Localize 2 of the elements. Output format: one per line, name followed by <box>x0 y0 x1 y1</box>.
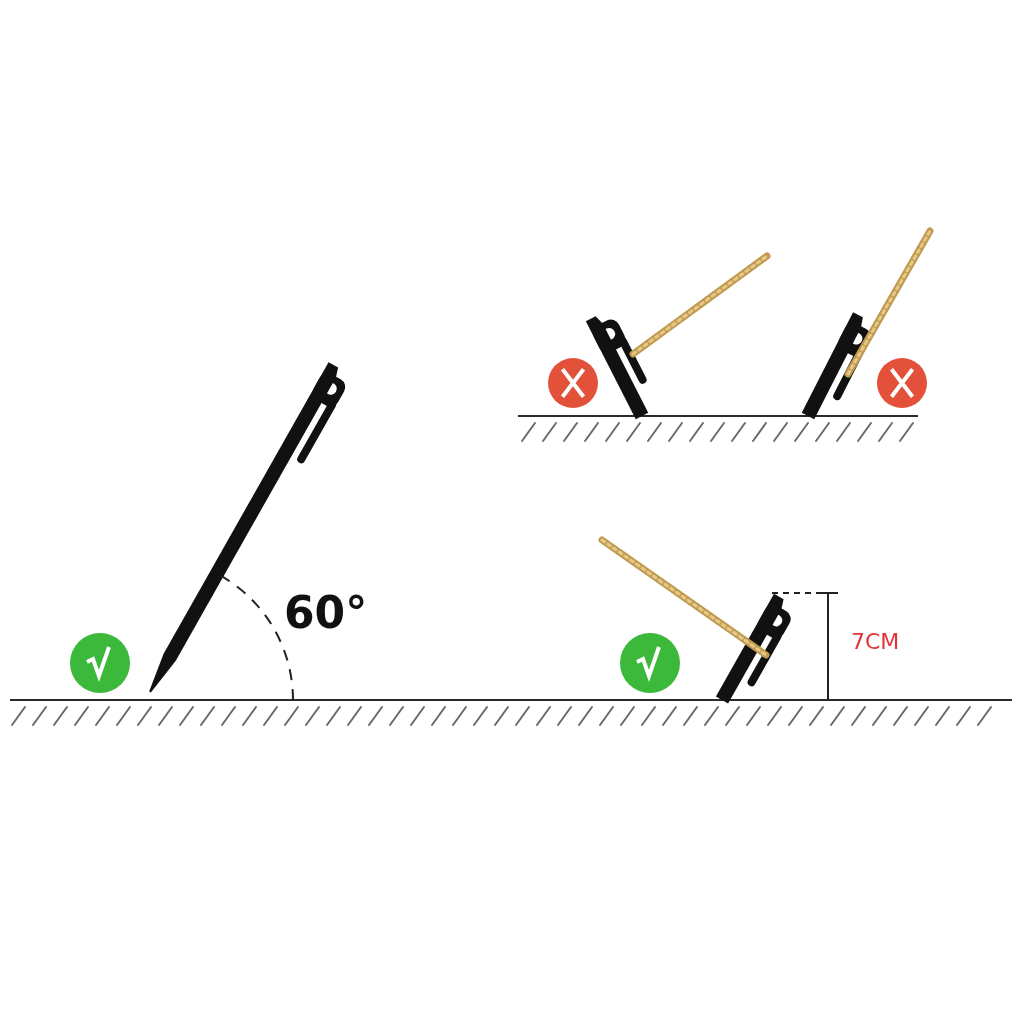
angle-label: 60° <box>284 591 368 635</box>
dimension-label: 7CM <box>851 631 900 653</box>
